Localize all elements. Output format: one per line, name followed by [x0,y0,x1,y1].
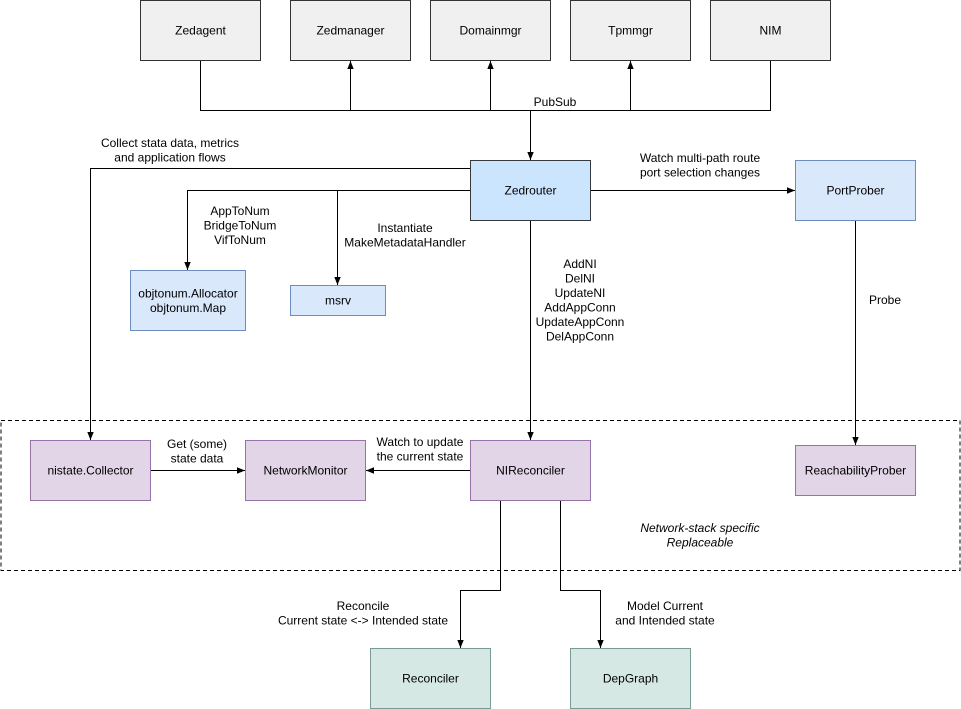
edge-zedrouter-objtonum [184,190,470,270]
node-box [430,0,551,61]
node-label: Zedmanager [316,24,384,38]
node-box [140,0,261,61]
edge-nim-bus [530,60,771,111]
node-label: Reconciler [402,672,459,686]
nodes: Zedagent Zedmanager Domainmgr Tpmmgr NIM Zedr… [30,0,916,709]
node-domainmgr: Domainmgr [430,0,551,61]
node-label: Tpmmgr [608,24,653,38]
edge-zedrouter-collector [87,168,470,440]
edge-zedagent-bus [200,60,531,111]
node-portprober: PortProber [795,160,916,221]
edges [87,60,859,648]
node-label: ReachabilityProber [805,464,906,478]
node-label: PortProber [826,184,884,198]
node-box [470,160,591,221]
node-box [570,648,691,709]
node-label: Zedrouter [504,184,556,198]
node-nistate-collector: nistate.Collector [30,440,151,501]
node-nim: NIM [710,0,831,61]
node-nireconciler: NIReconciler [470,440,591,501]
node-label: NetworkMonitor [263,464,347,478]
node-box [795,445,916,496]
node-zedmanager: Zedmanager [290,0,411,61]
node-box [290,0,411,61]
node-label: DepGraph [603,672,658,686]
node-box [470,440,591,501]
node-box [245,440,366,501]
node-tpmmgr: Tpmmgr [570,0,691,61]
node-zedrouter: Zedrouter [470,160,591,221]
node-box [710,0,831,61]
node-networkmonitor: NetworkMonitor [245,440,366,501]
node-label: Zedagent [175,24,226,38]
node-box [370,648,491,709]
node-box [795,160,916,221]
edge-label-get-state: Get (some)state data [167,437,227,466]
node-box [290,285,386,316]
node-label: NIReconciler [496,464,565,478]
node-msrv: msrv [290,285,386,316]
node-label: msrv [325,294,351,308]
node-zedagent: Zedagent [140,0,261,61]
node-label: NIM [760,24,782,38]
node-box [130,270,246,331]
edge-label-pubsub: PubSub [534,95,577,109]
node-box [570,0,691,61]
network-stack-region [0,420,961,571]
node-reachabilityprober: ReachabilityProber [795,445,916,496]
node-label: Domainmgr [459,24,521,38]
node-label: nistate.Collector [47,464,133,478]
node-box [30,440,151,501]
node-reconciler: Reconciler [370,648,491,709]
edge-nireconciler-reconciler [457,500,501,648]
node-depgraph: DepGraph [570,648,691,709]
edge-nireconciler-depgraph [560,500,604,648]
edge-label-probe: Probe [869,293,901,307]
